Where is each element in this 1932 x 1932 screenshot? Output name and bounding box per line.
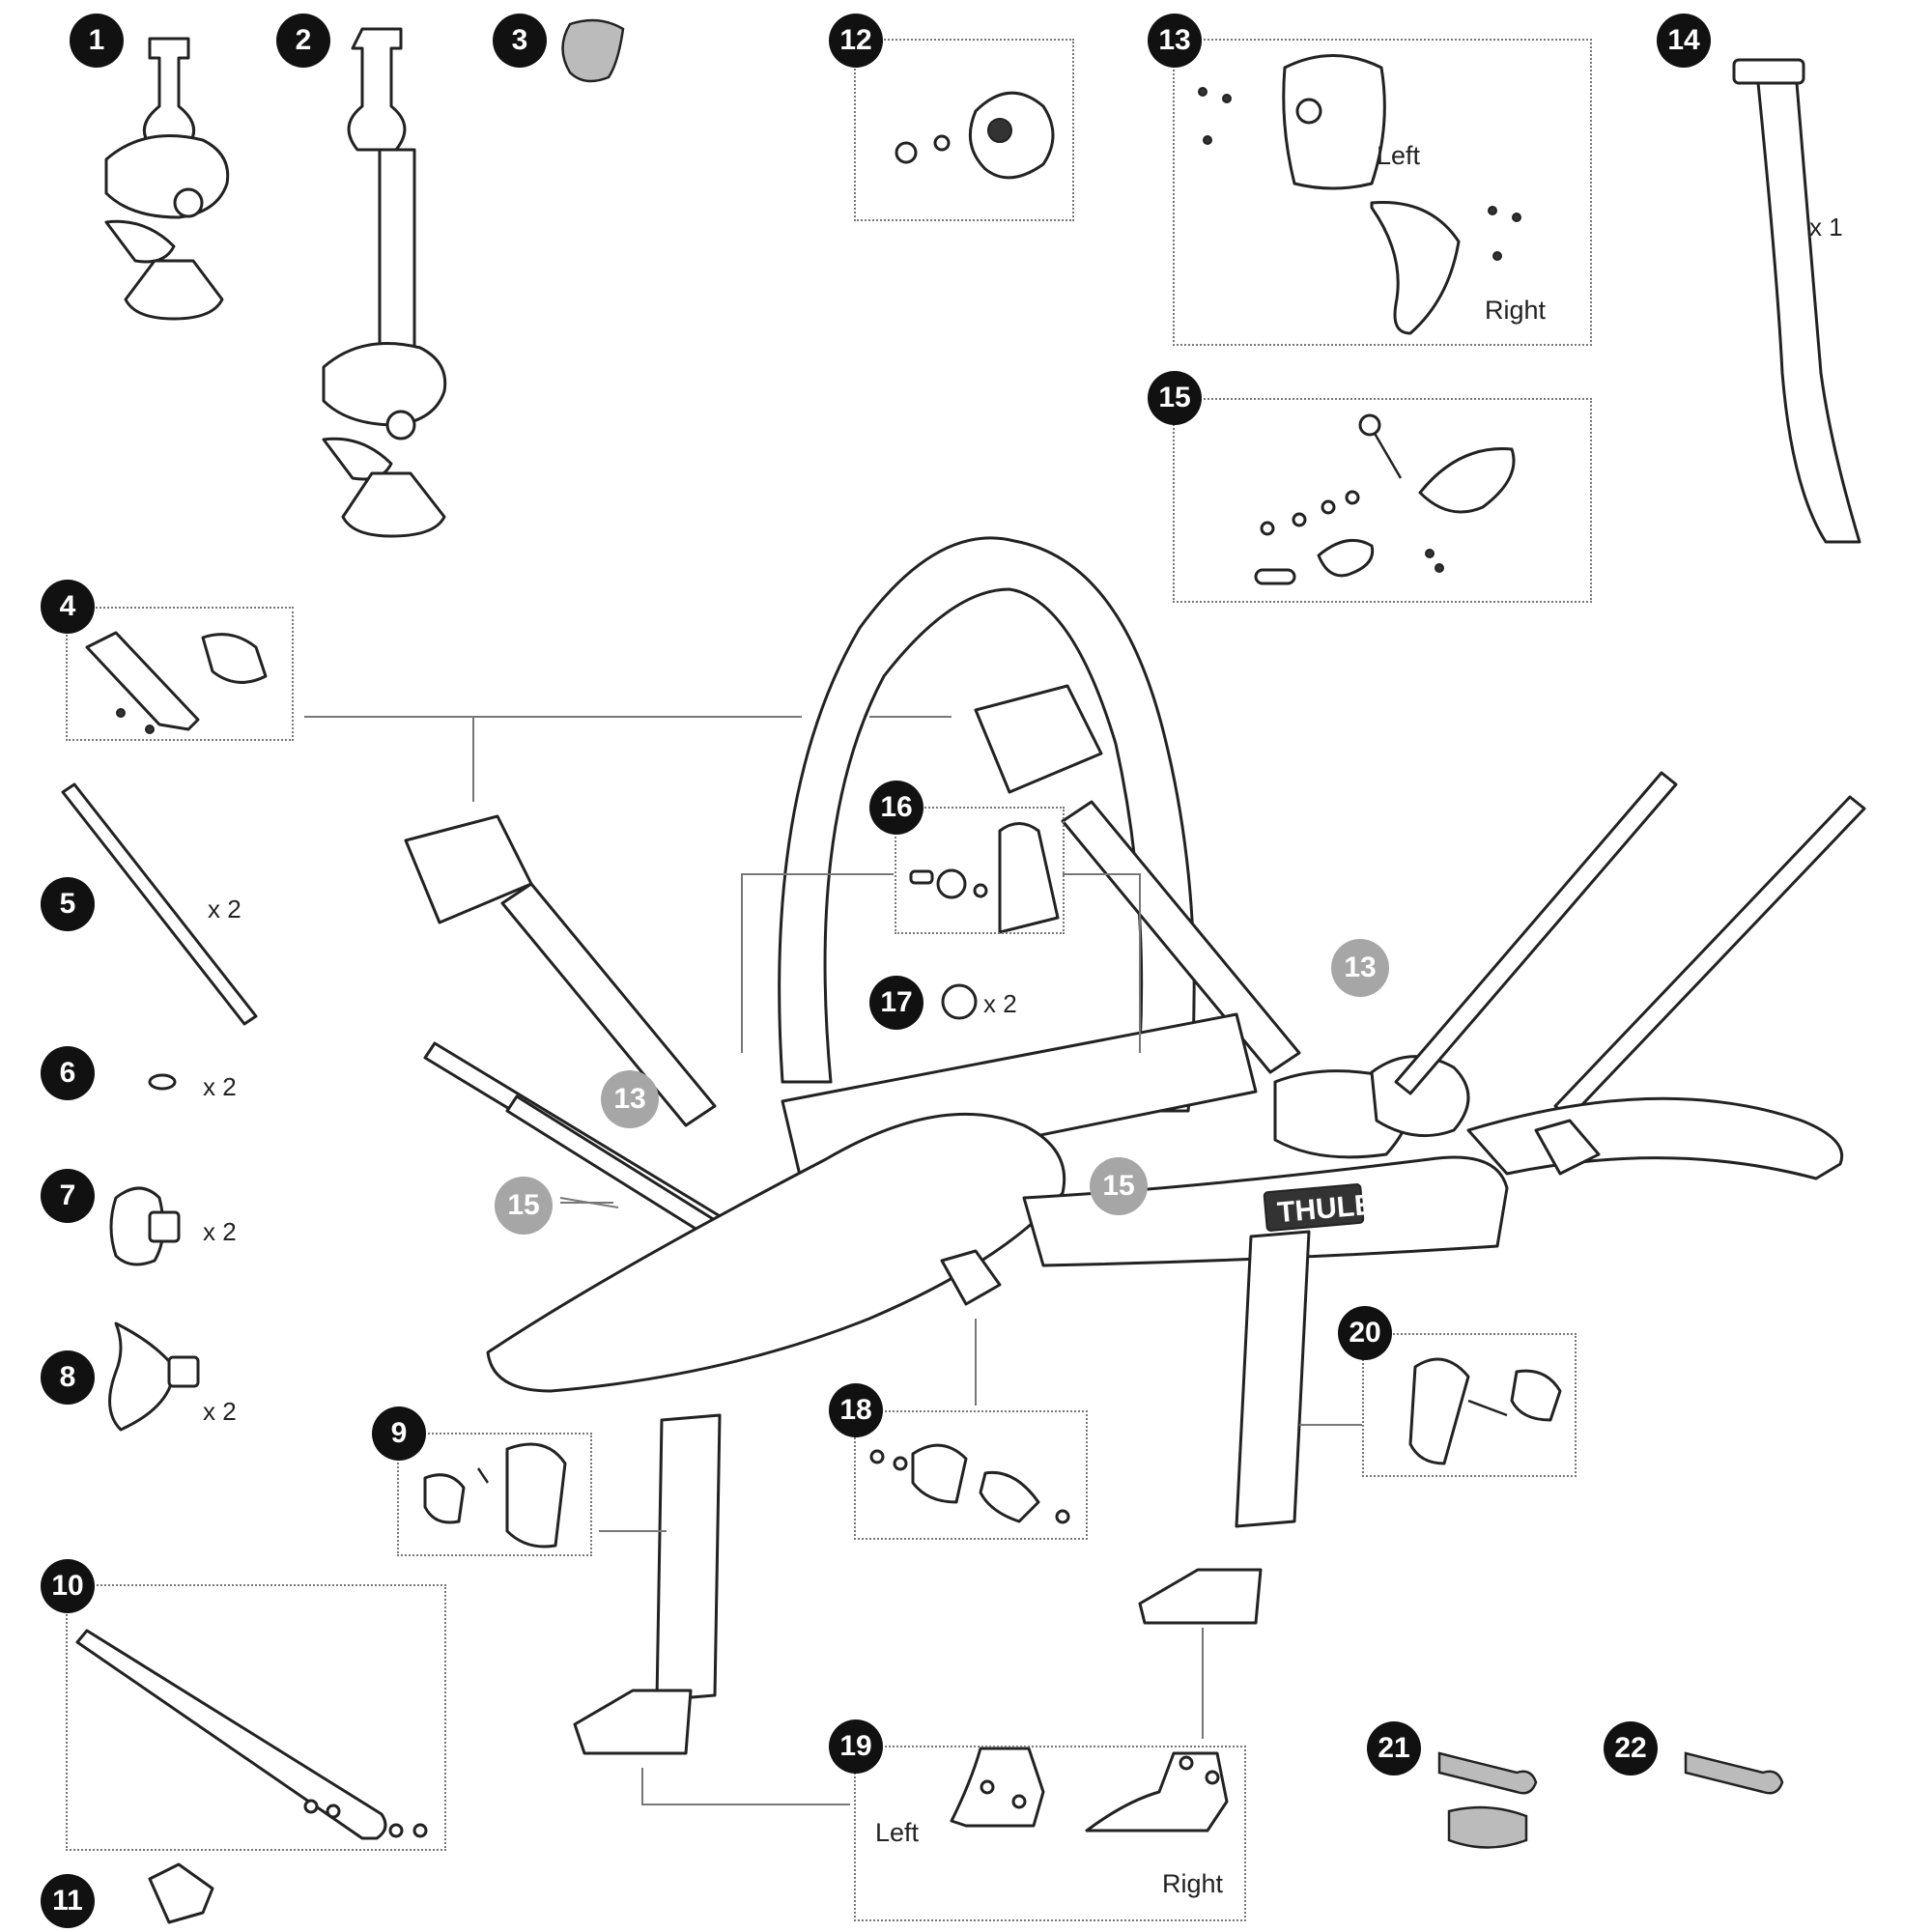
part-1-frame-holder <box>104 37 230 321</box>
qty-part-5: x 2 <box>208 895 242 923</box>
part-15-box <box>1173 398 1592 603</box>
part-8-wing-knob <box>108 1321 200 1432</box>
part-badge-4: 4 <box>41 580 95 634</box>
part-19-feet <box>950 1747 1229 1833</box>
callout-15-right: 15 <box>1090 1157 1148 1215</box>
part-3-end-cap <box>561 18 625 83</box>
part-badge-1: 1 <box>70 14 124 68</box>
part-20-box <box>1362 1333 1577 1477</box>
callout-13-left: 13 <box>601 1070 659 1128</box>
part-21-key-and-lock <box>1437 1751 1538 1849</box>
part-12-box <box>854 39 1074 221</box>
part-9-kit <box>423 1442 567 1548</box>
part-10-long-bar <box>75 1629 428 1840</box>
part-badge-7: 7 <box>41 1169 95 1223</box>
part-18-box <box>854 1410 1088 1540</box>
label-19-right: Right <box>1162 1869 1224 1898</box>
callout-15-left: 15 <box>495 1177 553 1235</box>
label-13-left: Left <box>1377 141 1421 170</box>
part-badge-15: 15 <box>1148 371 1202 425</box>
part-12-knob-assembly <box>895 91 1055 180</box>
callout-13-right: 13 <box>1331 939 1389 997</box>
part-badge-20: 20 <box>1338 1306 1392 1360</box>
part-badge-6: 6 <box>41 1046 95 1100</box>
part-13-box <box>1173 39 1592 346</box>
main-rack: THULE <box>404 536 1866 1755</box>
part-19-box <box>854 1746 1246 1921</box>
part-14-strap <box>1732 58 1861 544</box>
part-4-box <box>66 607 294 741</box>
part-16-kit <box>909 822 1060 934</box>
label-19-left: Left <box>875 1818 920 1847</box>
qty-part-17: x 2 <box>983 989 1017 1018</box>
part-4-ratchet-kit <box>85 631 268 734</box>
part-22-key <box>1684 1751 1784 1795</box>
part-badge-12: 12 <box>829 14 883 68</box>
qty-part-8: x 2 <box>203 1397 237 1426</box>
part-11-buckle <box>148 1862 214 1924</box>
part-badge-3: 3 <box>493 14 547 68</box>
part-badge-8: 8 <box>41 1350 95 1405</box>
leader-lines <box>304 716 1362 1805</box>
part-6-o-ring <box>148 1073 177 1091</box>
part-badge-21: 21 <box>1367 1721 1421 1776</box>
label-13-right: Right <box>1485 296 1547 325</box>
part-badge-9: 9 <box>372 1406 426 1461</box>
part-10-box <box>66 1584 446 1851</box>
part-18-kit <box>869 1443 1070 1524</box>
part-20-kit <box>1408 1357 1562 1465</box>
part-13-covers <box>1198 54 1521 335</box>
part-17-nut <box>941 983 978 1020</box>
part-badge-11: 11 <box>41 1874 95 1928</box>
part-badge-16: 16 <box>869 781 923 835</box>
part-badge-2: 2 <box>276 14 330 68</box>
qty-part-7: x 2 <box>203 1217 237 1246</box>
part-badge-19: 19 <box>829 1719 883 1774</box>
part-9-box <box>397 1433 592 1556</box>
part-7-knob <box>109 1186 181 1266</box>
qty-part-14: x 1 <box>1809 213 1843 242</box>
part-badge-22: 22 <box>1604 1721 1658 1776</box>
part-badge-5: 5 <box>41 877 95 931</box>
part-badge-13: 13 <box>1148 14 1202 68</box>
qty-part-6: x 2 <box>203 1072 237 1101</box>
part-15-latch-kit <box>1254 413 1516 585</box>
part-badge-18: 18 <box>829 1383 883 1437</box>
part-badge-14: 14 <box>1657 14 1711 68</box>
part-badge-17: 17 <box>869 976 923 1030</box>
part-2-long-frame-holder <box>322 27 447 538</box>
part-badge-10: 10 <box>41 1559 95 1613</box>
part-5-bar <box>61 782 258 1026</box>
part-16-box <box>895 807 1065 934</box>
